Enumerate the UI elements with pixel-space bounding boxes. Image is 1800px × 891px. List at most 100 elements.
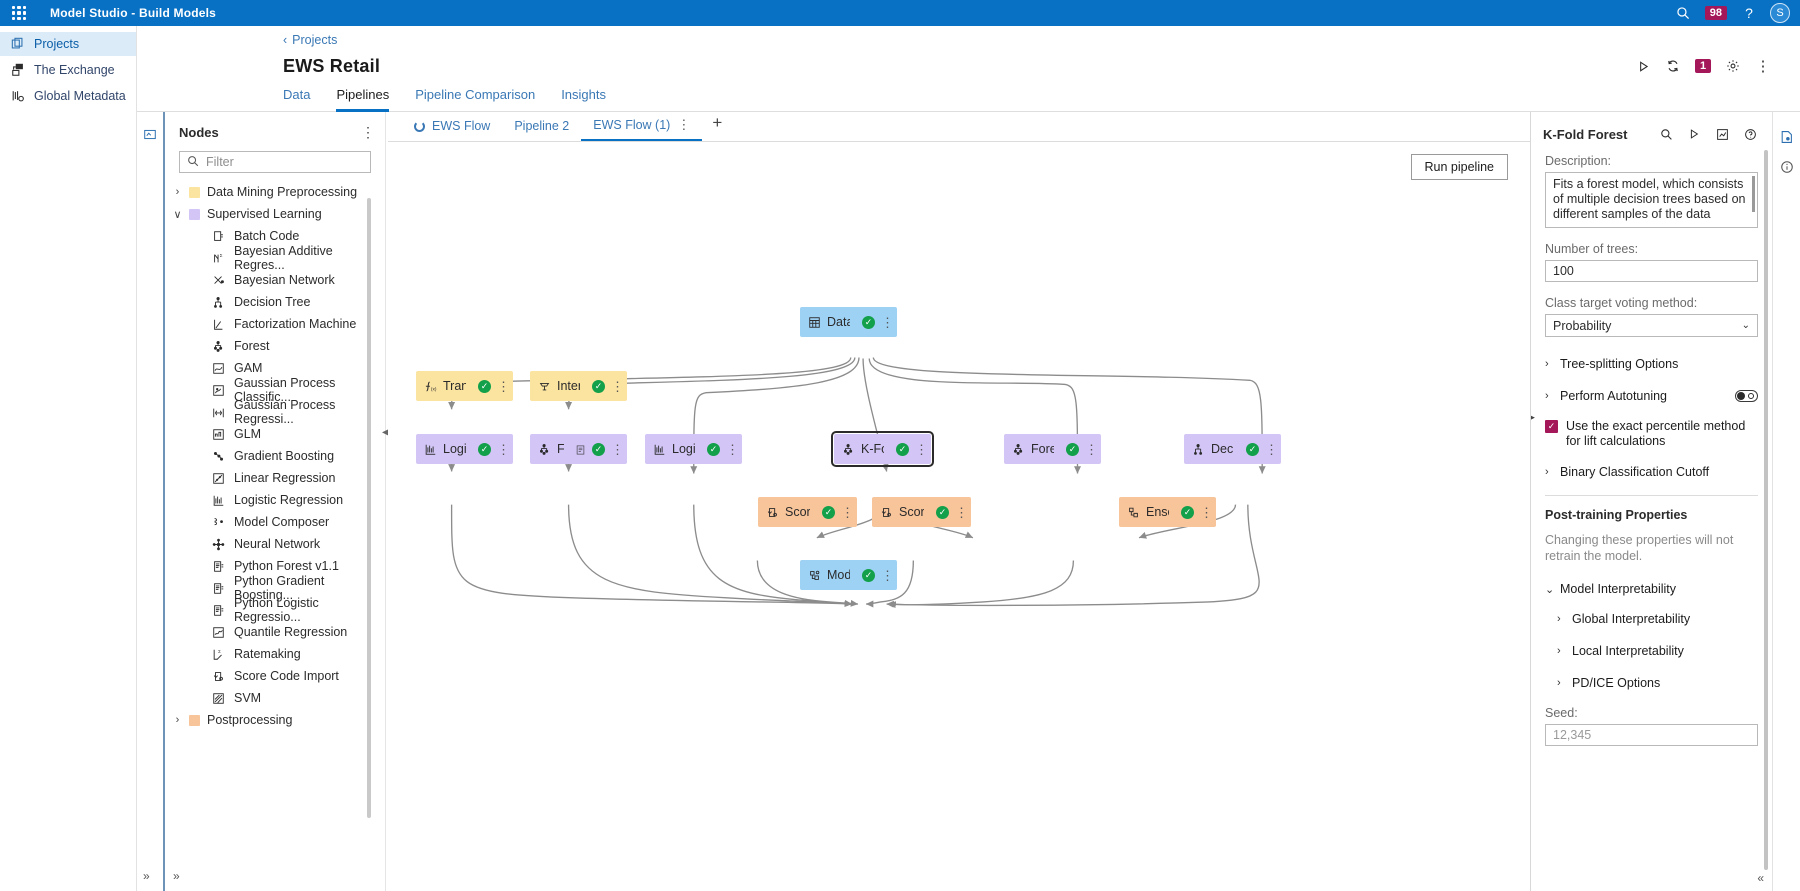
- node-item-glm[interactable]: GLM: [173, 423, 385, 445]
- pipeline-canvas[interactable]: Run pipeline: [388, 142, 1530, 891]
- nodes-panel-collapse-icon[interactable]: »: [173, 869, 180, 883]
- refresh-icon[interactable]: [1658, 51, 1688, 81]
- more-vertical-icon[interactable]: ⋮: [1755, 58, 1771, 75]
- avatar[interactable]: S: [1770, 3, 1790, 23]
- node-item-neural-network[interactable]: Neural Network: [173, 533, 385, 555]
- pipeline-node-score1[interactable]: Score...✓⋮: [758, 497, 857, 527]
- pipeline-node-logist1[interactable]: Logist...✓⋮: [416, 434, 513, 464]
- sidebar-item-the-exchange[interactable]: The Exchange: [0, 58, 136, 82]
- seed-input[interactable]: 12,345: [1545, 724, 1758, 746]
- app-grid-icon[interactable]: [10, 4, 28, 22]
- pipeline-node-kfold[interactable]: K-Fol...✓⋮: [831, 431, 934, 467]
- group-perform-autotuning[interactable]: › Perform Autotuning: [1545, 389, 1758, 403]
- notification-badge[interactable]: 98: [1704, 6, 1727, 20]
- splitter-grip-icon[interactable]: ◀: [382, 427, 390, 438]
- tab-data[interactable]: Data: [283, 87, 311, 102]
- pipeline-tab-pipeline-2[interactable]: Pipeline 2: [502, 115, 581, 141]
- pipeline-node-ense[interactable]: Ense...✓⋮: [1119, 497, 1216, 527]
- nodes-filter-input[interactable]: [206, 155, 363, 169]
- node-properties-icon[interactable]: [1773, 122, 1800, 152]
- node-more-icon[interactable]: ⋮: [497, 441, 510, 457]
- pipeline-node-intera[interactable]: Intera...✓⋮: [530, 371, 627, 401]
- node-item-gradient-boosting[interactable]: Gradient Boosting: [173, 445, 385, 467]
- pipeline-node-mode[interactable]: Mode...✓⋮: [800, 560, 897, 590]
- group-global-interpretability[interactable]: › Global Interpretability: [1545, 612, 1758, 626]
- properties-splitter[interactable]: ▶: [1531, 412, 1535, 423]
- properties-body[interactable]: Description: Fits a forest model, which …: [1531, 154, 1772, 891]
- node-item-linear-regression[interactable]: Linear Regression: [173, 467, 385, 489]
- node-item-forest[interactable]: Forest: [173, 335, 385, 357]
- pipeline-tab-more-icon[interactable]: ⋮: [677, 117, 691, 132]
- number-of-trees-input[interactable]: 100: [1545, 260, 1758, 282]
- exact-percentile-checkbox[interactable]: ✓: [1545, 420, 1558, 433]
- issue-count-badge[interactable]: 1: [1694, 59, 1712, 73]
- node-item-decision-tree[interactable]: Decision Tree: [173, 291, 385, 313]
- node-more-icon[interactable]: ⋮: [1200, 504, 1213, 520]
- nodes-panel-scrollbar[interactable]: [367, 198, 371, 818]
- node-more-icon[interactable]: ⋮: [611, 441, 624, 457]
- group-tree-splitting-options[interactable]: › Tree-splitting Options: [1545, 357, 1758, 371]
- run-pipeline-button[interactable]: Run pipeline: [1410, 154, 1508, 180]
- node-item-quantile-regression[interactable]: Quantile Regression: [173, 621, 385, 643]
- node-item-svm[interactable]: SVM: [173, 687, 385, 709]
- pipeline-node-forest2[interactable]: Forest...✓⋮: [1004, 434, 1101, 464]
- autotuning-toggle[interactable]: [1735, 390, 1758, 402]
- node-more-icon[interactable]: ⋮: [611, 378, 624, 394]
- pipeline-node-decis[interactable]: Decisi...✓⋮: [1184, 434, 1281, 464]
- voting-method-select[interactable]: Probability ⌄: [1545, 314, 1758, 337]
- results-icon[interactable]: [1708, 124, 1736, 144]
- group-model-interpretability[interactable]: ⌄ Model Interpretability: [1545, 582, 1758, 596]
- node-item-python-forest-v1-1[interactable]: Python Forest v1.1: [173, 555, 385, 577]
- group-binary-classification-cutoff[interactable]: › Binary Classification Cutoff: [1545, 465, 1758, 479]
- collapse-nodes-panel-icon[interactable]: »: [143, 869, 150, 883]
- info-icon[interactable]: [1773, 152, 1800, 182]
- node-item-gaussian-process-classific[interactable]: Gaussian Process Classific...: [173, 376, 385, 404]
- nodes-tree[interactable]: ›Data Mining Preprocessing∨Supervised Le…: [165, 181, 385, 891]
- run-icon[interactable]: [1628, 51, 1658, 81]
- node-item-score-code-import[interactable]: Score Code Import: [173, 665, 385, 687]
- node-item-gaussian-process-regressi[interactable]: Gaussian Process Regressi...: [173, 398, 385, 426]
- add-pipeline-tab-button[interactable]: +: [712, 113, 723, 132]
- sidebar-item-global-metadata[interactable]: Global Metadata: [0, 84, 136, 108]
- node-item-bayesian-network[interactable]: Bayesian Network: [173, 269, 385, 291]
- breadcrumb[interactable]: ‹ Projects: [137, 26, 1800, 48]
- node-more-icon[interactable]: ⋮: [726, 441, 739, 457]
- pipeline-tab-ews-flow-1[interactable]: EWS Flow (1) ⋮: [581, 113, 703, 141]
- node-more-icon[interactable]: ⋮: [1085, 441, 1098, 457]
- group-pd-ice-options[interactable]: › PD/ICE Options: [1545, 676, 1758, 690]
- gear-icon[interactable]: [1718, 51, 1748, 81]
- node-more-icon[interactable]: ⋮: [1265, 441, 1278, 457]
- pipeline-node-trans[interactable]: (x)Trans...✓⋮: [416, 371, 513, 401]
- group-local-interpretability[interactable]: › Local Interpretability: [1545, 644, 1758, 658]
- pipeline-node-data[interactable]: Data✓⋮: [800, 307, 897, 337]
- nodes-panel-more-icon[interactable]: ⋮: [361, 124, 375, 140]
- node-more-icon[interactable]: ⋮: [841, 504, 854, 520]
- properties-scrollbar[interactable]: [1764, 150, 1768, 870]
- tab-insights[interactable]: Insights: [561, 87, 606, 102]
- description-scrollbar[interactable]: [1752, 176, 1755, 212]
- exact-percentile-checkbox-row[interactable]: ✓ Use the exact percentile method for li…: [1545, 419, 1758, 449]
- node-more-icon[interactable]: ⋮: [881, 567, 894, 583]
- node-item-python-gradient-boosting[interactable]: Python Gradient Boosting...: [173, 574, 385, 602]
- pipeline-node-for1[interactable]: For...✓⋮: [530, 434, 627, 464]
- node-item-logistic-regression[interactable]: Logistic Regression: [173, 489, 385, 511]
- node-group-supervised-learning[interactable]: ∨Supervised Learning: [173, 203, 385, 225]
- node-more-icon[interactable]: ⋮: [881, 314, 894, 330]
- run-icon[interactable]: [1680, 124, 1708, 144]
- node-item-factorization-machine[interactable]: Factorization Machine: [173, 313, 385, 335]
- node-item-batch-code[interactable]: Batch Code: [173, 225, 385, 247]
- sidebar-item-projects[interactable]: Projects: [0, 32, 136, 56]
- node-more-icon[interactable]: ⋮: [955, 504, 968, 520]
- node-item-python-logistic-regressio[interactable]: Python Logistic Regressio...: [173, 596, 385, 624]
- description-textarea[interactable]: Fits a forest model, which consists of m…: [1545, 172, 1758, 228]
- help-icon[interactable]: ?: [1745, 5, 1753, 21]
- node-more-icon[interactable]: ⋮: [497, 378, 510, 394]
- pipeline-node-score2[interactable]: Score...✓⋮: [872, 497, 971, 527]
- pipeline-node-logist2[interactable]: Logist...✓⋮: [645, 434, 742, 464]
- issue-count-badge-wrap[interactable]: 1: [1688, 51, 1718, 81]
- search-icon[interactable]: [1652, 124, 1680, 144]
- node-more-icon[interactable]: ⋮: [915, 441, 928, 457]
- collapse-properties-icon[interactable]: «: [1757, 871, 1764, 885]
